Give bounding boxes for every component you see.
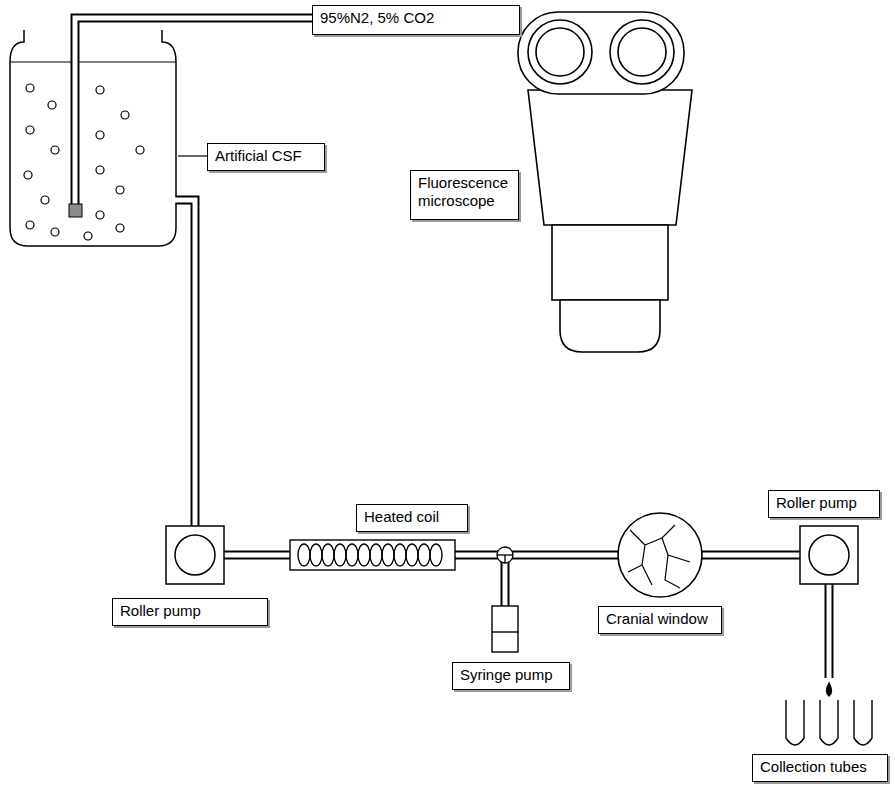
- leader-line: [178, 155, 207, 156]
- label-text: Syringe pump: [460, 666, 562, 684]
- microscope-label-box: Fluorescence microscope: [410, 170, 519, 220]
- pump-label-box: Roller pump: [768, 490, 880, 518]
- reservoir-label-box: Artificial CSF: [207, 143, 325, 171]
- gas-label-box: 95%N2, 5% CO2: [312, 5, 520, 35]
- label-text: 95%N2, 5% CO2: [320, 9, 512, 27]
- microscope-illustration: [518, 12, 692, 352]
- label-text: Heated coil: [364, 508, 460, 526]
- heated-coil-symbol: [290, 540, 455, 570]
- label-text: Collection tubes: [760, 758, 880, 776]
- pump-label-box: Roller pump: [112, 598, 268, 626]
- tubing: [75, 18, 829, 680]
- label-text: Artificial CSF: [215, 147, 317, 165]
- reservoir: [10, 30, 176, 246]
- syringe-label-box: Syringe pump: [452, 662, 570, 690]
- coil-label-box: Heated coil: [356, 504, 468, 532]
- label-text: Roller pump: [776, 494, 872, 512]
- cranial-window-symbol: [618, 513, 702, 597]
- syringe-symbol: [492, 606, 518, 652]
- tubes-label-box: Collection tubes: [752, 754, 888, 782]
- three-way-valve: [497, 547, 513, 563]
- label-text: Cranial window: [606, 610, 714, 628]
- roller-pump-symbol: [166, 526, 858, 584]
- label-text: Roller pump: [120, 602, 260, 620]
- gas-sparger: [69, 204, 82, 217]
- collection-tube-symbol: [786, 683, 872, 745]
- label-text: Fluorescence microscope: [418, 174, 511, 210]
- window-label-box: Cranial window: [598, 606, 722, 634]
